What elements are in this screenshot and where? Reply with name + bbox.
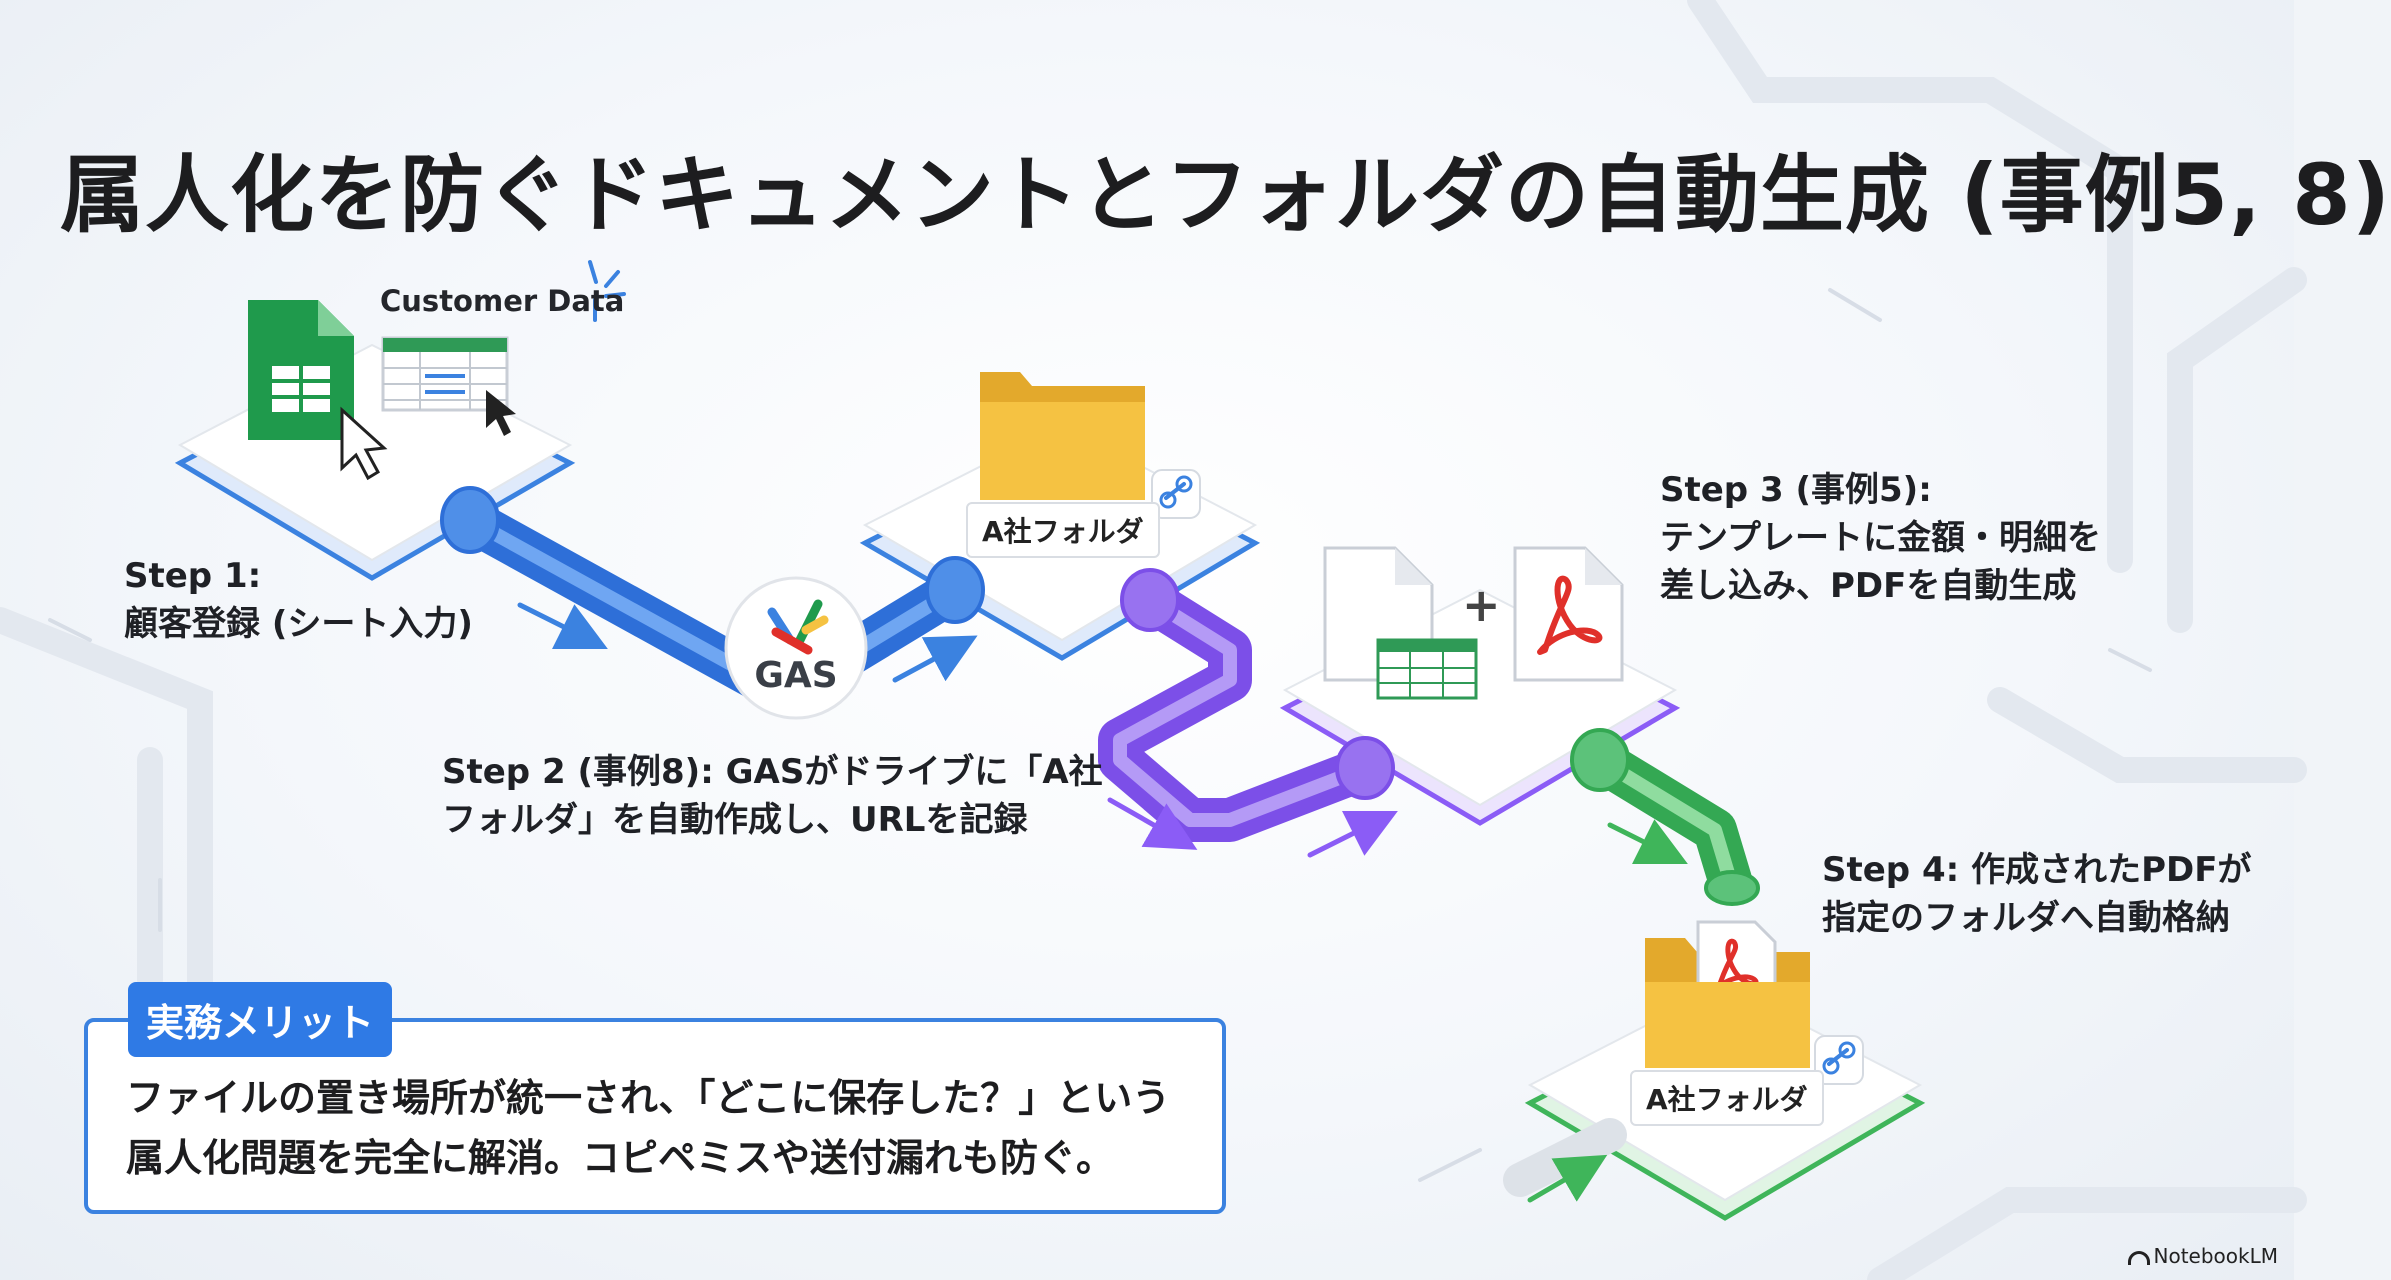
step4-label: Step 4: 作成されたPDFが 指定のフォルダへ自動格納 <box>1822 846 2251 942</box>
merit-line1: ファイルの置き場所が統一され、「どこに保存した？」という <box>126 1076 1171 1120</box>
cursor-icon <box>486 390 516 436</box>
gas-label: GAS <box>754 655 838 696</box>
arrow-icon <box>517 602 608 649</box>
folder-icon <box>1645 982 1810 1068</box>
page-title: 属人化を防ぐドキュメントとフォルダの自動生成 (事例5, 8) <box>60 146 2391 245</box>
step2-line1: Step 2 (事例8): GASがドライブに「A社 <box>442 752 1103 792</box>
purple-pipe <box>1098 568 1395 842</box>
sparkle-icon <box>588 260 626 322</box>
merit-box <box>84 1018 1226 1214</box>
plus-sign: + <box>1462 578 1501 632</box>
background-pipes <box>0 0 2307 1280</box>
flow-arrows <box>517 602 1688 1203</box>
brand-label: NotebookLM <box>2153 1244 2279 1268</box>
step4-line2: 指定のフォルダへ自動格納 <box>1822 898 2230 938</box>
folder-icon <box>980 372 1145 500</box>
link-icon <box>1151 469 1201 519</box>
arrow-icon <box>1107 797 1198 850</box>
step3-label: Step 3 (事例5): テンプレートに金額・明細を 差し込み、PDFを自動生… <box>1660 466 2101 610</box>
folder-label-1: A社フォルダ <box>966 502 1160 558</box>
gas-logo-icon <box>724 576 868 720</box>
merit-tag: 実務メリット <box>128 982 393 1057</box>
notebooklm-icon <box>2127 1250 2150 1265</box>
google-sheets-icon <box>248 300 354 440</box>
link-icon <box>1814 1035 1864 1085</box>
merit-line2: 属人化問題を完全に解消。コピペミスや送付漏れも防ぐ。 <box>126 1136 1115 1180</box>
merit-text: ファイルの置き場所が統一され、「どこに保存した？」という 属人化問題を完全に解消… <box>126 1068 1170 1188</box>
step4-line1: Step 4: 作成されたPDFが <box>1822 850 2252 890</box>
arrow-icon <box>892 635 978 683</box>
folder-label-2: A社フォルダ <box>1630 1070 1824 1126</box>
arrow-icon <box>1307 811 1398 858</box>
step3-line2: テンプレートに金額・明細を <box>1660 518 2101 558</box>
step3-line1: Step 3 (事例5): <box>1660 470 1932 510</box>
step2-label: Step 2 (事例8): GASがドライブに「A社 フォルダ」を自動作成し、U… <box>442 748 1103 844</box>
customer-data-label: Customer Data <box>380 284 625 318</box>
step2-line2: フォルダ」を自動作成し、URLを記録 <box>442 800 1028 840</box>
brand-watermark: NotebookLM <box>2127 1244 2279 1268</box>
step1-label: Step 1: 顧客登録 (シート入力) <box>124 552 473 648</box>
green-pipe <box>1570 728 1760 906</box>
document-icon <box>1323 546 1478 700</box>
pdf-icon <box>1513 546 1624 682</box>
cursor-icon <box>340 406 388 481</box>
arrow-icon <box>1607 819 1688 864</box>
arrow-icon <box>1527 1154 1608 1203</box>
step1-line1: Step 1: <box>124 556 262 596</box>
step1-line2: 顧客登録 (シート入力) <box>124 604 473 644</box>
step3-line3: 差し込み、PDFを自動生成 <box>1660 566 2077 606</box>
